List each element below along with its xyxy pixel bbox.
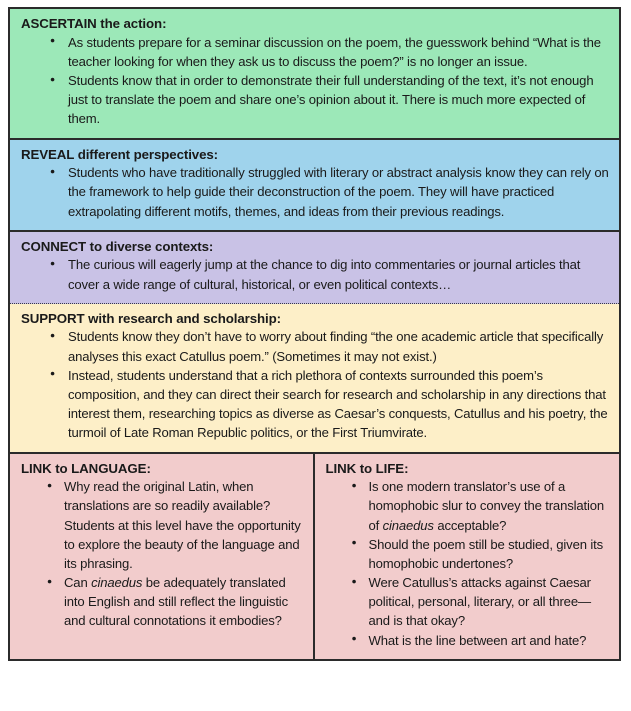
list-item: Were Catullus’s attacks against Caesar p… bbox=[352, 573, 611, 631]
text-run: be adequately translated into English an… bbox=[64, 575, 288, 629]
section-heading-link-language: LINK to LANGUAGE: bbox=[21, 460, 151, 476]
bullet-list-reveal: Students who have traditionally struggle… bbox=[21, 163, 609, 221]
bullet-list-link-life: Is one modern translator’s use of a homo… bbox=[326, 477, 611, 650]
section-heading-link-life: LINK to LIFE: bbox=[325, 460, 409, 476]
section-links: LINK to LANGUAGE: Why read the original … bbox=[10, 453, 620, 659]
section-heading-reveal: REVEAL different perspectives: bbox=[21, 146, 219, 162]
text-run: Why read the original Latin, when transl… bbox=[64, 479, 301, 571]
bullet-list-ascertain: As students prepare for a seminar discus… bbox=[21, 32, 609, 129]
list-item: Students who have traditionally struggle… bbox=[50, 163, 609, 221]
section-heading-support: SUPPORT with research and scholarship: bbox=[21, 310, 281, 326]
bullet-list-support: Students know they don’t have to worry a… bbox=[21, 327, 609, 442]
column-link-language: LINK to LANGUAGE: Why read the original … bbox=[10, 453, 315, 659]
framework-table: ASCERTAIN the action: As students prepar… bbox=[8, 7, 621, 661]
bullet-list-link-language: Why read the original Latin, when transl… bbox=[21, 477, 304, 630]
text-run: Should the poem still be studied, given … bbox=[368, 536, 604, 571]
list-item: Why read the original Latin, when transl… bbox=[47, 477, 304, 573]
list-item: Instead, students understand that a rich… bbox=[50, 365, 609, 443]
text-run: Is one modern translator’s use of a homo… bbox=[368, 479, 605, 533]
section-heading-ascertain: ASCERTAIN the action: bbox=[21, 16, 167, 31]
section-heading-connect: CONNECT to diverse contexts: bbox=[21, 238, 214, 254]
text-run: Can bbox=[64, 575, 92, 591]
list-item: What is the line between art and hate? bbox=[352, 630, 611, 650]
section-support: SUPPORT with research and scholarship: S… bbox=[10, 303, 619, 454]
column-link-life: LINK to LIFE: Is one modern translator’s… bbox=[315, 454, 620, 659]
italic-term: cinaedus bbox=[91, 575, 143, 591]
list-item: Students know that in order to demonstra… bbox=[50, 71, 609, 129]
text-run: Were Catullus’s attacks against Caesar p… bbox=[368, 575, 592, 629]
italic-term: cinaedus bbox=[382, 517, 434, 533]
list-item: Is one modern translator’s use of a homo… bbox=[352, 477, 611, 535]
section-reveal: REVEAL different perspectives: Students … bbox=[10, 139, 619, 232]
text-run: acceptable? bbox=[433, 517, 507, 533]
list-item: As students prepare for a seminar discus… bbox=[50, 32, 609, 71]
list-item: The curious will eagerly jump at the cha… bbox=[50, 255, 609, 293]
text-run: What is the line between art and hate? bbox=[368, 632, 587, 648]
list-item: Can cinaedus be adequately translated in… bbox=[47, 573, 304, 631]
list-item: Students know they don’t have to worry a… bbox=[50, 327, 609, 365]
section-ascertain: ASCERTAIN the action: As students prepar… bbox=[10, 9, 619, 140]
list-item: Should the poem still be studied, given … bbox=[352, 534, 611, 573]
section-connect: CONNECT to diverse contexts: The curious… bbox=[10, 231, 619, 304]
bullet-list-connect: The curious will eagerly jump at the cha… bbox=[21, 255, 609, 293]
